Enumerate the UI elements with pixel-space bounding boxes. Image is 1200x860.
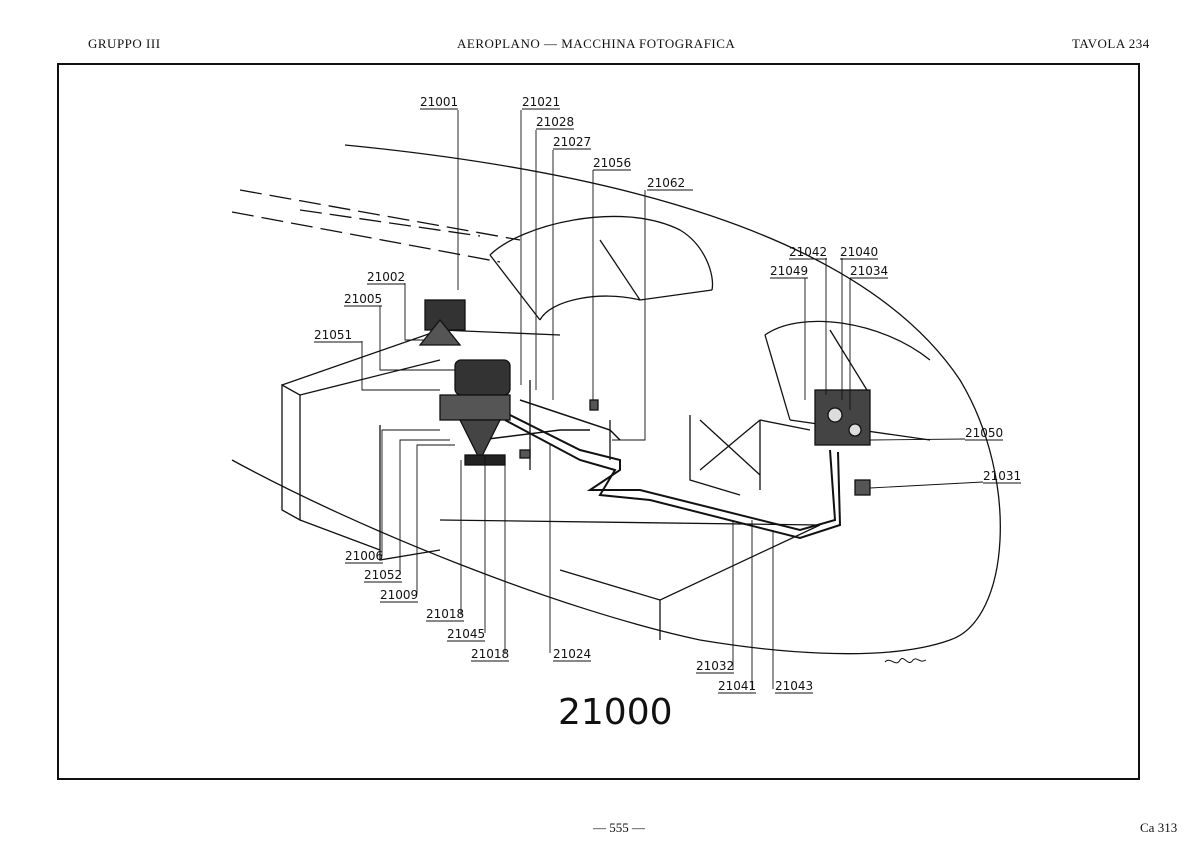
fuselage-outline [231,144,1001,655]
callout-21042: 21042 [789,245,827,259]
callout-21032: 21032 [696,659,734,673]
camera-body [454,359,511,396]
drawing-frame [57,63,1140,780]
callout-21056: 21056 [593,156,631,170]
callout-21049: 21049 [770,264,808,278]
signature-mark [884,658,927,664]
callout-21027: 21027 [553,135,591,149]
callout-21028: 21028 [536,115,574,129]
callout-21041: 21041 [718,679,756,693]
cable-run [499,409,837,532]
callout-21052: 21052 [364,568,402,582]
callout-21002: 21002 [367,270,405,284]
control-panel [814,389,871,446]
page-title: AEROPLANO — MACCHINA FOTOGRAFICA [457,36,736,51]
assembly-number: 21000 [558,692,673,733]
callout-21062: 21062 [647,176,685,190]
callout-21043: 21043 [775,679,813,693]
group-label: GRUPPO III [88,36,161,51]
plate-number: TAVOLA 234 [1072,36,1150,51]
callout-21018-b: 21018 [471,647,509,661]
callout-21045: 21045 [447,627,485,641]
callout-21024: 21024 [553,647,591,661]
callout-21018-a: 21018 [426,607,464,621]
callout-21005: 21005 [344,292,382,306]
callout-21021: 21021 [522,95,560,109]
callout-21031: 21031 [983,469,1021,483]
callout-21034: 21034 [850,264,888,278]
callout-21051: 21051 [314,328,352,342]
callout-21040: 21040 [840,245,878,259]
canopy-outline [489,215,714,291]
document-code: Ca 313 [1140,820,1178,835]
magazine-unit [424,299,466,331]
callout-21009: 21009 [380,588,418,602]
page-number: — 555 — [593,820,645,835]
callout-21006: 21006 [345,549,383,563]
callout-21001: 21001 [420,95,458,109]
callout-21050: 21050 [965,426,1003,440]
